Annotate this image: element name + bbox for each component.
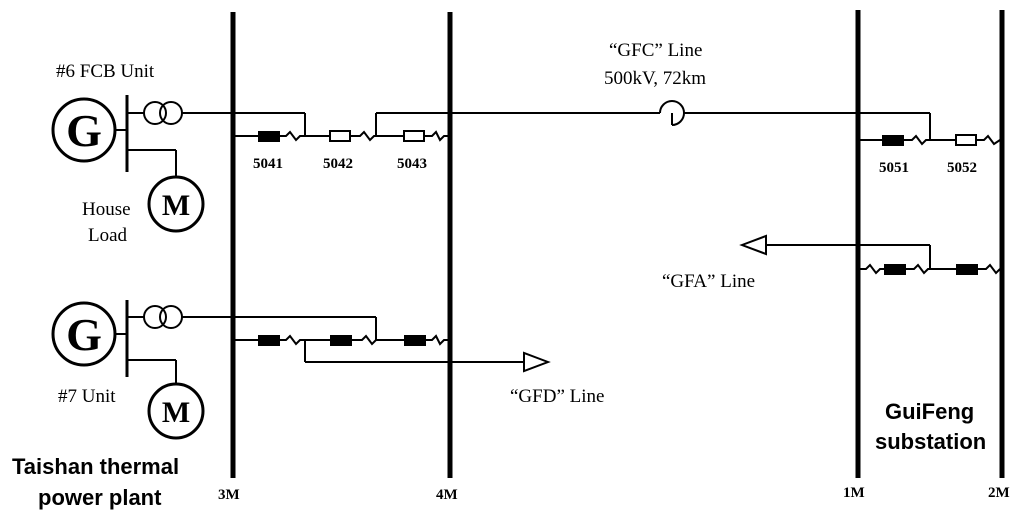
substation-title-1: GuiFeng	[885, 399, 974, 424]
gfa-line-label: “GFA” Line	[662, 271, 755, 292]
gfc-line	[375, 100, 931, 140]
breaker-label-5052: 5052	[947, 160, 977, 176]
house-load-label-2: Load	[88, 225, 128, 246]
unit7-motor: M	[147, 382, 205, 440]
unit7-transformer	[143, 305, 183, 329]
breaker-5051-closed	[882, 135, 904, 146]
gfc-line-label: “GFC” Line	[609, 40, 702, 61]
bus-label-4m: 4M	[436, 487, 458, 503]
breaker-5052-open	[955, 134, 977, 146]
unit6-motor-symbol: M	[162, 189, 190, 222]
breaker-5042-open	[329, 130, 351, 142]
plant-title-1: Taishan thermal	[12, 454, 179, 479]
unit6-generator: G	[51, 97, 117, 163]
unit6-generator-symbol: G	[66, 105, 102, 156]
substation-title-2: substation	[875, 429, 986, 454]
breaker-label-5051: 5051	[879, 160, 909, 176]
bay-unit7	[235, 334, 551, 373]
house-load-label-1: House	[82, 199, 131, 220]
unit7-label: #7 Unit	[58, 386, 116, 407]
bus-label-2m: 2M	[988, 485, 1010, 501]
unit6-label: #6 FCB Unit	[56, 61, 155, 82]
bay-5041-5043	[235, 130, 448, 142]
gfd-line-arrow	[523, 351, 551, 373]
unit6-motor: M	[147, 175, 205, 233]
breaker-label-5042: 5042	[323, 156, 353, 172]
plant-title-2: power plant	[38, 485, 162, 510]
gfc-line-spec: 500kV, 72km	[604, 68, 706, 89]
bay-5051-5052	[860, 134, 1001, 146]
gfa-line-arrow	[739, 234, 767, 256]
gfd-line-label: “GFD” Line	[510, 386, 604, 407]
bus-label-3m: 3M	[218, 487, 240, 503]
bus-label-1m: 1M	[843, 485, 865, 501]
breaker-5043-open	[403, 130, 425, 142]
unit6-transformer	[143, 101, 183, 125]
breaker-5041-closed	[258, 131, 280, 142]
breaker-label-5041: 5041	[253, 156, 283, 172]
breaker-label-5043: 5043	[397, 156, 427, 172]
unit7-motor-symbol: M	[162, 396, 190, 429]
unit7-generator-symbol: G	[66, 309, 102, 360]
bay-gfa	[739, 234, 1001, 275]
unit7-generator: G	[51, 301, 117, 367]
